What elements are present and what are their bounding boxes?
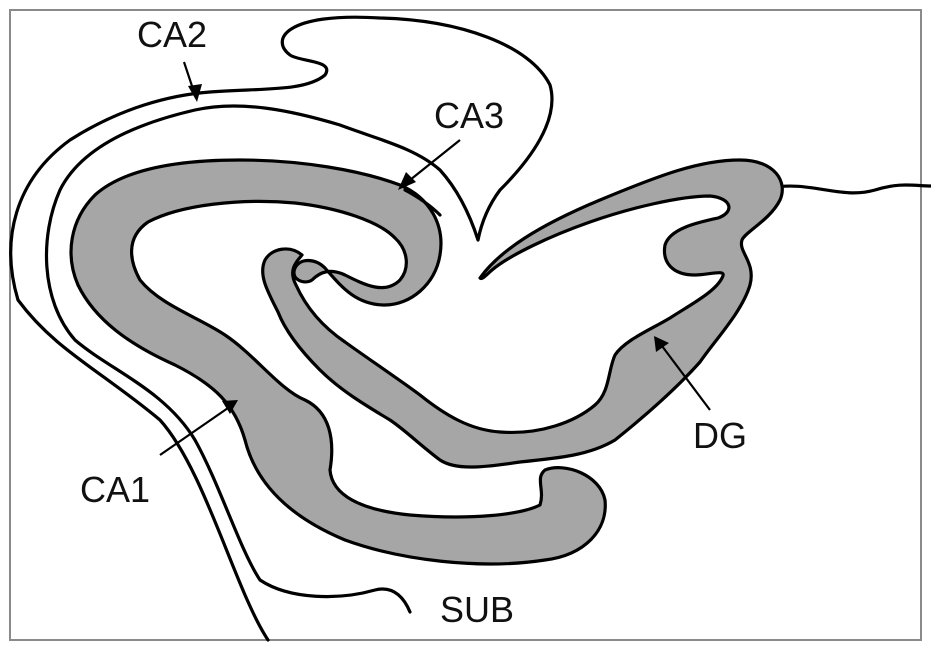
label-dg: DG [693,415,747,456]
label-ca3: CA3 [434,95,504,136]
label-sub: SUB [440,589,514,630]
label-ca1: CA1 [80,469,150,510]
right-boundary-tail [770,185,931,193]
label-ca2: CA2 [137,14,207,55]
